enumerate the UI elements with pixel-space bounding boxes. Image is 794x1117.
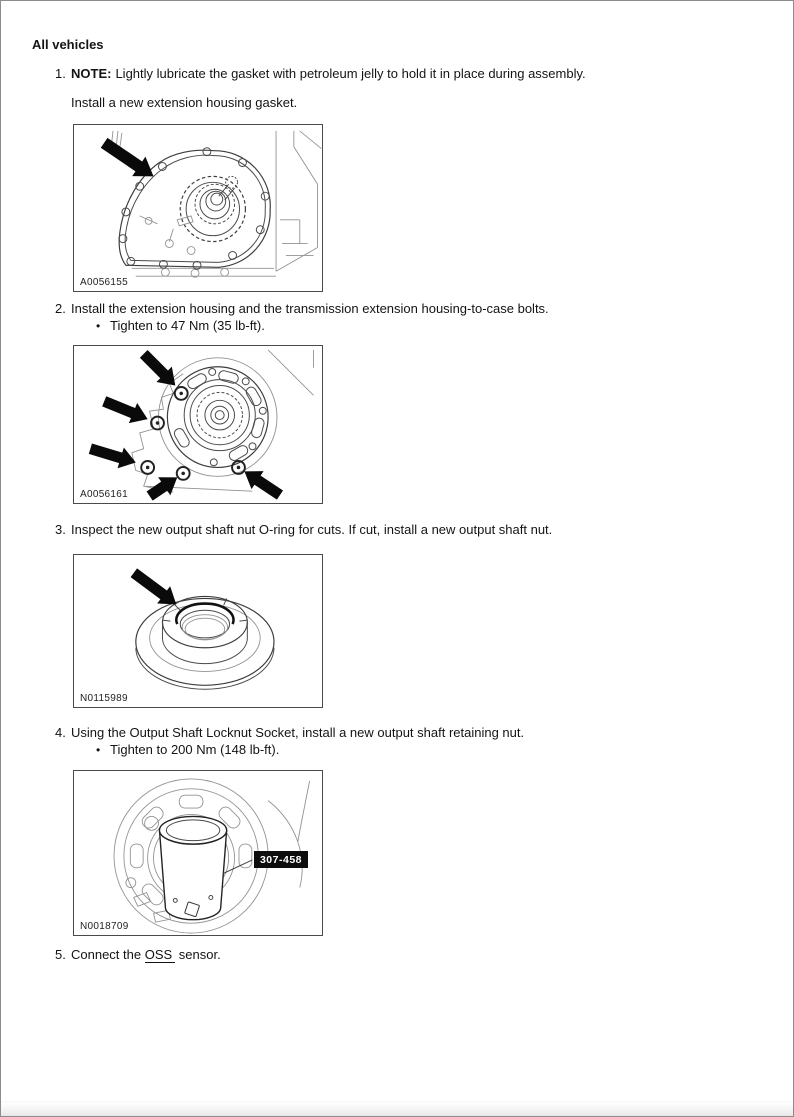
bullet-icon: • — [96, 319, 101, 333]
oss-link[interactable]: OSS — [144, 947, 176, 963]
figure-id-label: N0115989 — [80, 693, 128, 704]
output-shaft-nut-illustration — [130, 568, 275, 690]
pointer-arrow — [102, 396, 148, 424]
pointer-arrow — [88, 443, 136, 469]
figure-id-label: N0018709 — [80, 921, 129, 932]
step-paragraph-text: Install a new extension housing gasket. — [71, 95, 298, 110]
figure-extension-housing-gasket: A0056155 — [73, 124, 323, 292]
gasket-illustration — [100, 130, 322, 278]
pointer-arrow — [139, 350, 176, 386]
step-number: 4. — [55, 725, 66, 740]
housing-bolts-illustration — [88, 349, 314, 501]
pointer-arrow — [244, 471, 284, 500]
bullet-text: Tighten to 47 Nm (35 lb-ft). — [110, 318, 265, 333]
step-text: Install the extension housing and the tr… — [71, 301, 549, 316]
step-text-prefix: Connect the — [71, 947, 145, 962]
figure-extension-housing-bolts: A0056161 — [73, 345, 323, 504]
pointer-arrow — [130, 568, 177, 605]
pointer-arrow — [146, 477, 178, 501]
special-tool-callout: 307-458 — [254, 851, 308, 868]
step-number: 2. — [55, 301, 66, 316]
step-text: Inspect the new output shaft nut O-ring … — [71, 522, 553, 537]
step-text: Using the Output Shaft Locknut Socket, i… — [71, 725, 525, 740]
step-text: Connect the OSS sensor. — [71, 947, 221, 963]
section-heading: All vehicles — [32, 37, 104, 52]
note-label: NOTE: — [71, 66, 112, 81]
bullet-text: Tighten to 200 Nm (148 lb-ft). — [110, 742, 280, 757]
bullet-icon: • — [96, 743, 101, 757]
step-number: 3. — [55, 522, 66, 537]
figure-id-label: A0056161 — [80, 489, 129, 500]
step-number: 5. — [55, 947, 66, 962]
locknut-socket-illustration — [113, 778, 311, 934]
viewer-bottom-bar — [1, 1101, 793, 1116]
figure-output-shaft-nut-oring: N0115989 — [73, 554, 323, 708]
figure-locknut-socket: 307-458 N0018709 — [73, 770, 323, 936]
pointer-arrow — [100, 137, 154, 177]
step-number: 1. — [55, 66, 66, 81]
figure-id-label: A0056155 — [80, 277, 129, 288]
step-text: NOTE:Lightly lubricate the gasket with p… — [71, 66, 586, 82]
step-text-suffix: sensor. — [175, 947, 221, 962]
note-text: Lightly lubricate the gasket with petrol… — [115, 66, 586, 81]
